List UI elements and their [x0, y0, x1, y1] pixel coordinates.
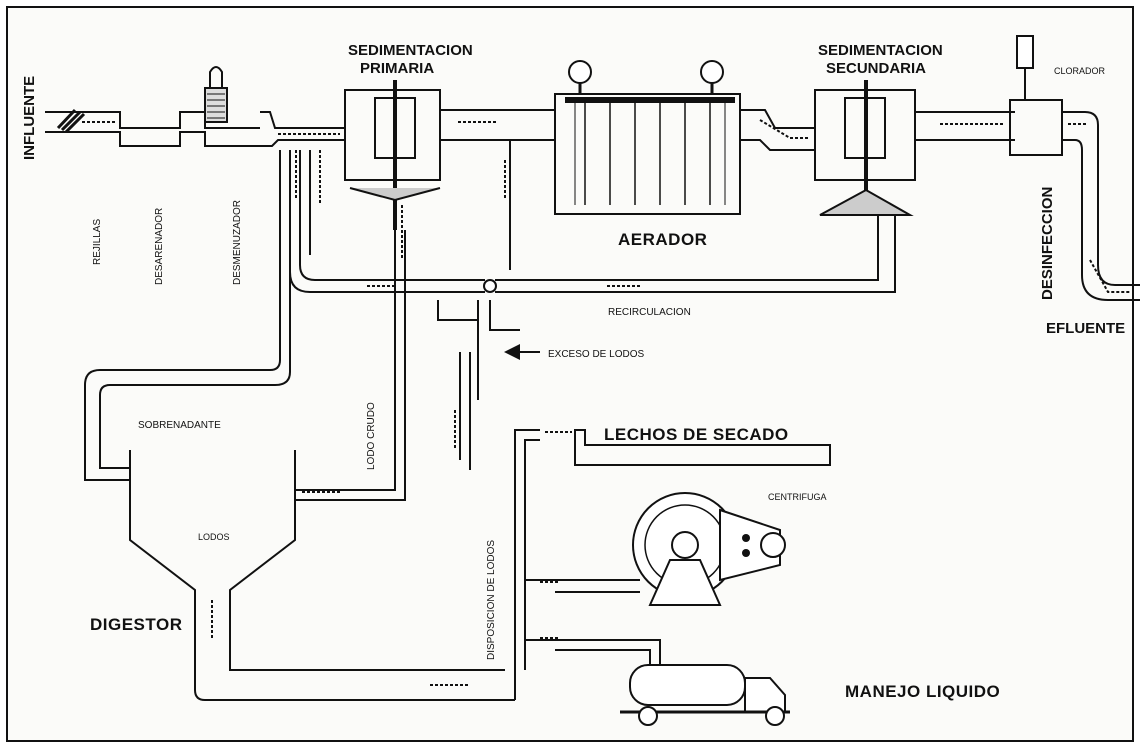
aerator-tank [554, 60, 741, 215]
exceso-lodos-label: EXCESO DE LODOS [548, 349, 644, 360]
sludge-disposal-line [514, 429, 572, 700]
recirculation-line [289, 140, 896, 293]
channel-primary-aerator [440, 109, 555, 141]
excess-sludge-line [437, 300, 540, 470]
channel-to-primary [260, 111, 345, 129]
digestor-label: DIGESTOR [90, 615, 182, 634]
drying-beds [574, 429, 831, 466]
sed-primaria-label-2: PRIMARIA [360, 60, 434, 77]
supernatant-return [84, 150, 291, 481]
rejillas-label: REJILLAS [92, 219, 103, 265]
lechos-secado-label: LECHOS DE SECADO [604, 425, 789, 444]
sobrenadante-label: SOBRENADANTE [138, 420, 221, 431]
desarenador-label: DESARENADOR [154, 208, 165, 285]
secondary-sedimentation-tank [814, 80, 916, 265]
channel-to-disinfection [915, 111, 1015, 141]
sed-secundaria-label-1: SEDIMENTACION [818, 42, 943, 59]
efluente-label: EFLUENTE [1046, 320, 1125, 337]
manejo-liquido-label: MANEJO LIQUIDO [845, 682, 1000, 701]
disposicion-lodos-label: DISPOSICION DE LODOS [486, 540, 497, 660]
desmenuzador-label: DESMENUZADOR [232, 200, 243, 285]
desinfeccion-label: DESINFECCION [1039, 187, 1056, 300]
lodo-crudo-label: LODO CRUDO [366, 402, 377, 470]
channel-aerator-secondary [740, 109, 815, 151]
inlet-channel [45, 108, 260, 147]
recirculacion-label: RECIRCULACION [608, 307, 691, 318]
aerador-label: AERADOR [618, 230, 707, 249]
disinfection-chamber [1009, 35, 1140, 301]
sed-primaria-label-1: SEDIMENTACION [348, 42, 473, 59]
primary-sedimentation-tank [344, 80, 441, 260]
raw-sludge-line [295, 230, 406, 501]
centrifuga-label: CENTRIFUGA [768, 492, 827, 502]
lodos-label: LODOS [198, 532, 230, 542]
desmenuzador-device [204, 66, 228, 123]
clorador-label: CLORADOR [1054, 66, 1106, 76]
sed-secundaria-label-2: SECUNDARIA [826, 60, 926, 77]
centrifuge [555, 492, 786, 606]
digestor-tank [129, 450, 515, 701]
tank-truck [555, 639, 790, 726]
influente-label: INFLUENTE [21, 76, 38, 160]
